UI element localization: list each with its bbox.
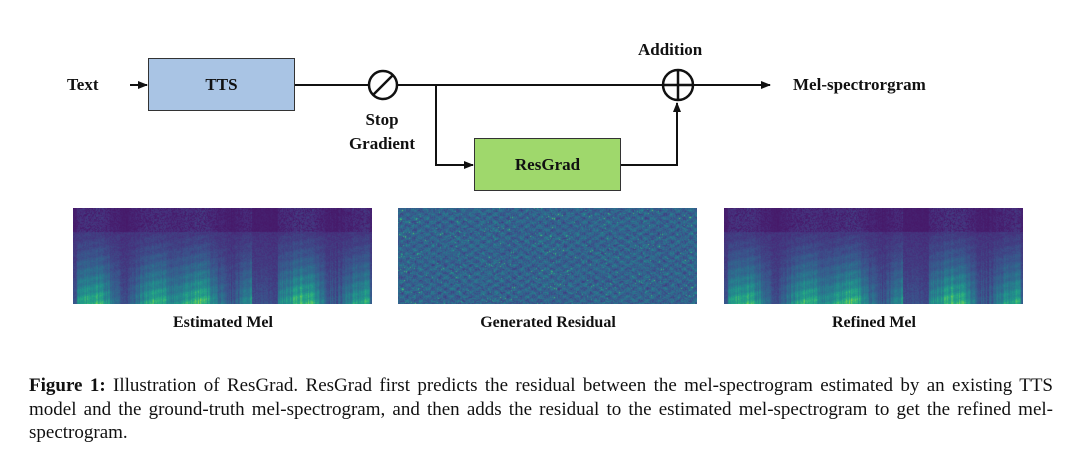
refined-mel-spectrogram (724, 208, 1023, 304)
figure-caption: Figure 1: Illustration of ResGrad. ResGr… (29, 374, 1053, 445)
stop-gradient-label: Stop Gradient (340, 108, 424, 156)
arrow-branch-to-resgrad (435, 85, 474, 169)
diagram-connectors (130, 68, 771, 169)
generated-residual-caption: Generated Residual (480, 314, 616, 331)
refined-mel-caption: Refined Mel (832, 314, 916, 331)
tts-box: TTS (148, 58, 295, 111)
figure-caption-text: Illustration of ResGrad. ResGrad first p… (29, 375, 1053, 443)
stop-gradient-icon (367, 69, 399, 101)
resgrad-box: ResGrad (474, 138, 621, 191)
addition-icon (661, 68, 695, 102)
estimated-mel-caption: Estimated Mel (173, 314, 273, 331)
arrow-resgrad-to-addition (620, 102, 681, 166)
text-input-label: Text (67, 75, 99, 94)
stop-gradient-line2: Gradient (348, 134, 416, 153)
output-label: Mel-spectrorgram (793, 75, 926, 94)
generated-residual-spectrogram (398, 208, 697, 304)
addition-label: Addition (638, 40, 703, 59)
stop-gradient-line1: Stop (365, 110, 399, 129)
estimated-mel-spectrogram (73, 208, 372, 304)
figure-caption-label: Figure 1: (29, 375, 106, 396)
